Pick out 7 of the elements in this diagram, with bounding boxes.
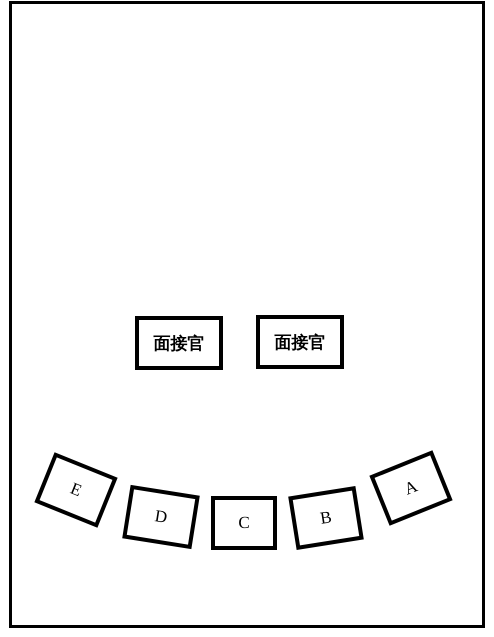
candidate-seat-box: C [211, 496, 277, 550]
candidate-seat-box: A [369, 450, 453, 526]
interviewer-seat-box: 面接官 [256, 315, 344, 369]
candidate-seat-box: D [122, 484, 200, 550]
candidate-seat-box: B [288, 486, 364, 550]
candidate-seat-box: E [34, 452, 118, 528]
interviewer-seat-box: 面接官 [135, 316, 223, 370]
